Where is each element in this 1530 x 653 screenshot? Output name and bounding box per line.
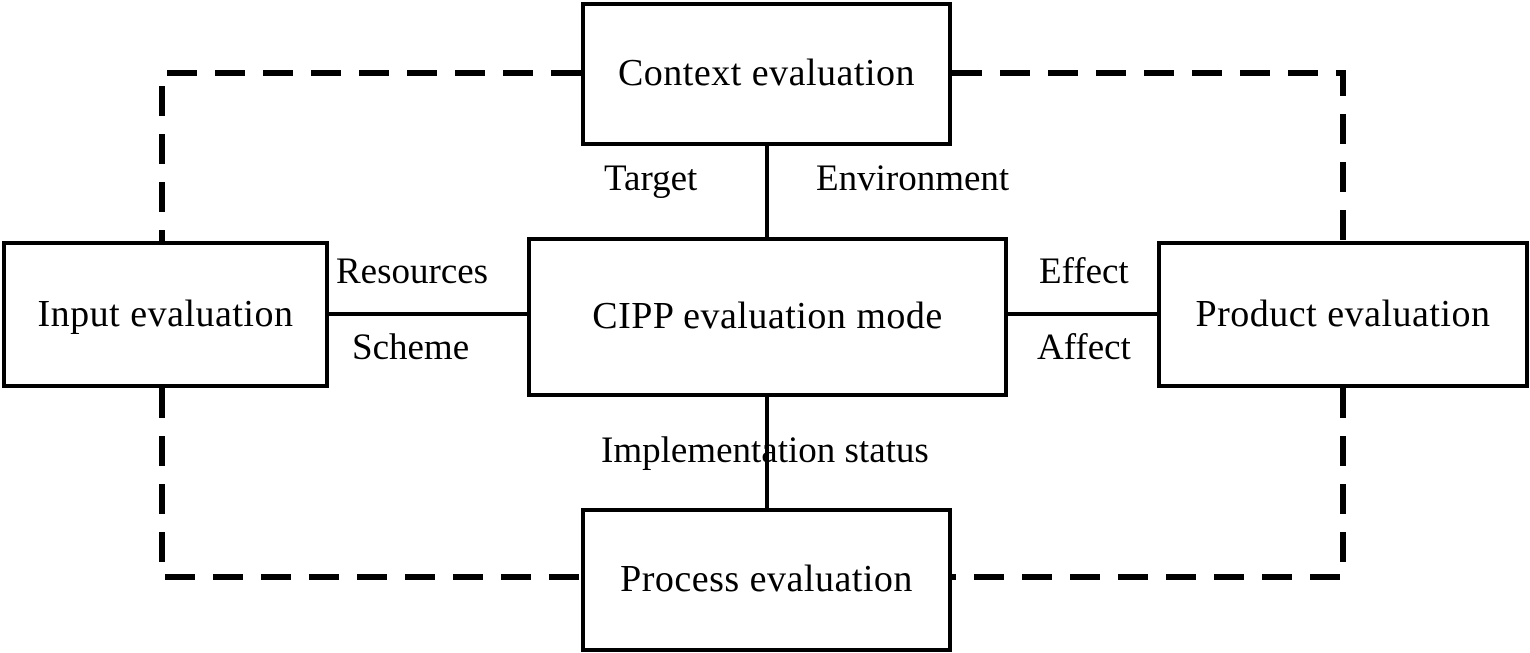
node-context-evaluation-label: Context evaluation	[617, 52, 916, 95]
edge-label-affect: Affect	[1037, 327, 1131, 368]
edge-label-resources: Resources	[336, 251, 489, 292]
node-product-evaluation[interactable]: Product evaluation	[1157, 241, 1529, 388]
node-cipp-evaluation-mode[interactable]: CIPP evaluation mode	[527, 237, 1008, 397]
edge-label-scheme: Scheme	[352, 327, 470, 368]
node-product-evaluation-label: Product evaluation	[1195, 292, 1491, 335]
node-process-evaluation-label: Process evaluation	[620, 558, 913, 601]
node-input-evaluation-label: Input evaluation	[37, 292, 294, 335]
edge-label-effect: Effect	[1039, 251, 1129, 292]
edge-label-implementation-status: Implementation status	[601, 430, 929, 471]
edge-product-process-dashed	[952, 388, 1346, 580]
node-input-evaluation[interactable]: Input evaluation	[2, 241, 329, 388]
edge-label-target: Target	[604, 158, 698, 199]
node-process-evaluation[interactable]: Process evaluation	[581, 508, 952, 652]
node-cipp-evaluation-mode-label: CIPP evaluation mode	[592, 295, 943, 338]
edge-input-process-dashed	[159, 388, 581, 580]
edge-label-environment: Environment	[816, 158, 1010, 199]
edge-context-input-dashed	[159, 70, 581, 241]
edge-context-product-dashed	[952, 70, 1346, 241]
node-context-evaluation[interactable]: Context evaluation	[581, 2, 952, 146]
